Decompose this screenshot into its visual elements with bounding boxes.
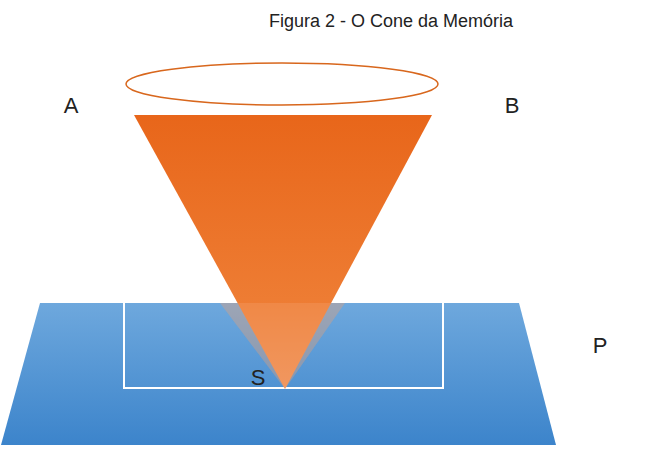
- plane-frame: [124, 303, 443, 388]
- point-label: B: [505, 94, 520, 118]
- plane-p: [1, 303, 556, 445]
- point-label: S: [251, 366, 266, 390]
- cone-tip: [220, 303, 345, 389]
- cone-base-ellipse: [126, 63, 438, 105]
- point-label: A: [64, 94, 79, 118]
- memory-cone: [134, 115, 432, 389]
- figure-title: Figura 2 - O Cone da Memória: [269, 12, 513, 32]
- point-label: P: [593, 334, 608, 358]
